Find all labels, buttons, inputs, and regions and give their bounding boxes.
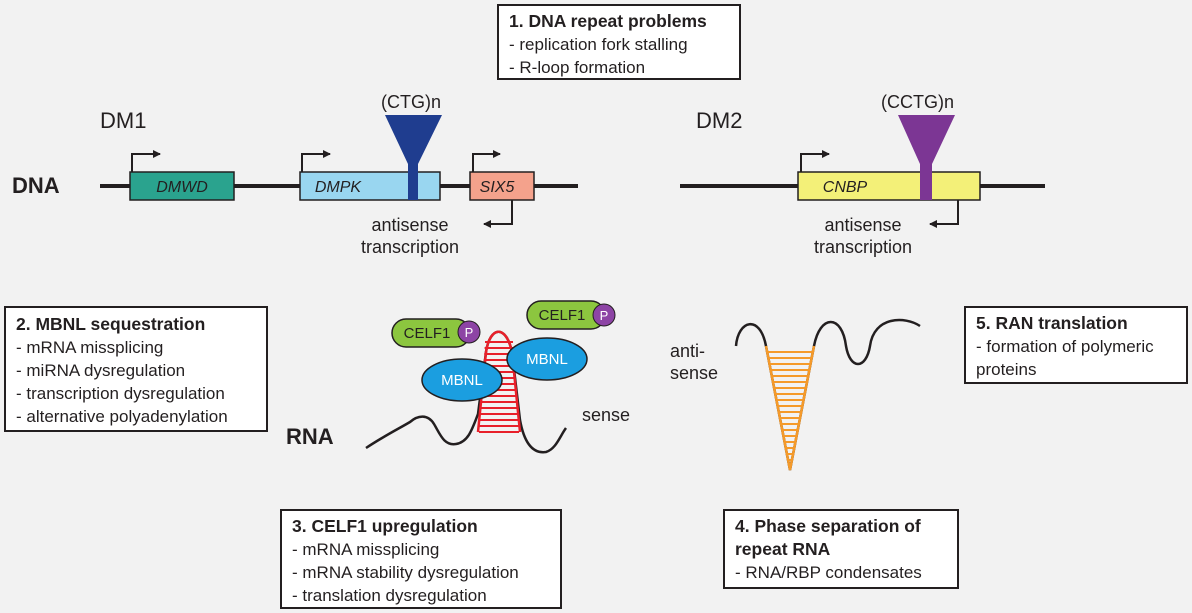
dmpk-promoter-arrow [301, 150, 331, 172]
dm2-antisense-line2: transcription [813, 237, 913, 257]
sense-rna-strand [365, 330, 568, 454]
dm2-antisense-label: antisense transcription [798, 214, 928, 258]
cctg-repeat-funnel [898, 115, 955, 200]
box-phase-separation: 4. Phase separation of repeat RNA RNA/RB… [723, 509, 959, 589]
phospho-badge-left [457, 320, 481, 344]
box4-title: 4. Phase separation of repeat RNA [735, 516, 921, 559]
box2-title: 2. MBNL sequestration [16, 314, 206, 334]
dm2-antisense-arrow [929, 200, 959, 228]
box2-item: mRNA missplicing [16, 336, 256, 359]
phospho-label-left: P [465, 325, 474, 340]
dm1-antisense-line2: transcription [360, 237, 460, 257]
box2-item: alternative polyadenylation [16, 405, 256, 428]
six5-gene-box [469, 171, 535, 201]
box-ran-translation: 5. RAN translation formation of polymeri… [964, 306, 1188, 384]
dm2-antisense-line1: antisense [824, 215, 902, 235]
celf1-label-right: CELF1 [539, 307, 586, 324]
celf1-label-left: CELF1 [404, 325, 451, 342]
dmpk-gene-label: DMPK [315, 179, 363, 196]
six5-promoter-arrow [472, 150, 501, 172]
anti-sense-line1: anti- [670, 341, 706, 361]
ctg-repeat-label: (CTG)n [381, 92, 441, 112]
cnbp-gene-box [797, 171, 981, 201]
mbnl-label-right: MBNL [526, 351, 568, 368]
sense-label: sense [582, 405, 631, 425]
antisense-hairpin-outline [764, 345, 816, 471]
box4-item: RNA/RBP condensates [735, 561, 947, 584]
box5-item: formation of polymeric proteins [976, 335, 1176, 381]
dm2-label: DM2 [696, 108, 743, 133]
cnbp-promoter-arrow [800, 150, 830, 172]
cnbp-gene-label: CNBP [823, 179, 868, 196]
box-mbnl-sequestration: 2. MBNL sequestration mRNA missplicing m… [4, 306, 268, 432]
dmwd-gene-box [129, 171, 235, 201]
box2-item: miRNA dysregulation [16, 359, 256, 382]
dmwd-gene-label: DMWD [156, 179, 208, 196]
box2-item: transcription dysregulation [16, 382, 256, 405]
box-celf1-upregulation: 3. CELF1 upregulation mRNA missplicing m… [280, 509, 562, 609]
antisense-repeat-hairpin [764, 345, 816, 471]
dm1-antisense-line1: antisense [371, 215, 449, 235]
rna-label: RNA [286, 424, 334, 449]
box1-title: 1. DNA repeat problems [509, 11, 707, 31]
dm1-label: DM1 [100, 108, 147, 133]
mbnl-label-left: MBNL [441, 372, 483, 389]
dna-label: DNA [12, 173, 60, 198]
box3-item: mRNA missplicing [292, 538, 550, 561]
box3-title: 3. CELF1 upregulation [292, 516, 478, 536]
box-dna-repeat-problems: 1. DNA repeat problems replication fork … [497, 4, 741, 80]
mbnl-protein-left [421, 358, 503, 402]
phospho-badge-right [592, 303, 616, 327]
antisense-rna-strand [734, 318, 921, 471]
cctg-repeat-label: (CCTG)n [881, 92, 954, 112]
ctg-repeat-funnel [385, 115, 442, 200]
box3-item: translation dysregulation [292, 584, 550, 607]
box1-item: R-loop formation [509, 56, 729, 79]
mbnl-protein-right [506, 337, 588, 381]
dm1-antisense-arrow [483, 200, 513, 228]
box1-item: replication fork stalling [509, 33, 729, 56]
phospho-label-right: P [600, 308, 609, 323]
six5-gene-label: SIX5 [480, 179, 515, 196]
anti-sense-label: anti- sense [670, 340, 718, 384]
box3-item: mRNA stability dysregulation [292, 561, 550, 584]
dm1-antisense-label: antisense transcription [345, 214, 475, 258]
dmwd-promoter-arrow [131, 150, 161, 172]
box5-title: 5. RAN translation [976, 313, 1128, 333]
anti-sense-line2: sense [670, 363, 719, 383]
